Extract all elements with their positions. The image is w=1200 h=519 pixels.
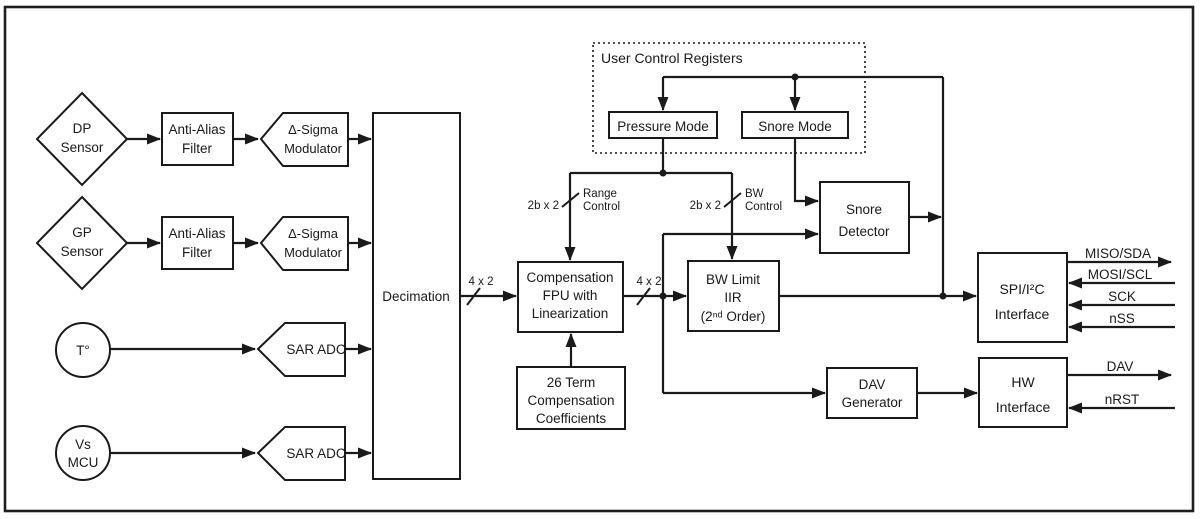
compensation-fpu-box [517,261,624,333]
pin-label-dav: DAV [1107,359,1134,374]
junction-dot [659,292,667,300]
temp-input-circle [55,322,111,378]
bus-label-bw-control: BW [745,188,764,200]
bus-slash [723,192,742,208]
compensation-coefficients-label: 26 Term [547,375,596,390]
snore-mode-box [741,111,849,139]
anti-alias-filter-2-label: Filter [182,245,213,260]
temp-input-label: T° [76,343,90,358]
dp-sensor-label: Sensor [61,140,104,155]
bus-label-range-control: Control [583,201,620,213]
gp-sensor-label: Sensor [61,244,104,259]
pin-label-nss: nSS [1109,311,1135,326]
wire-snoremode-to-detector [793,138,819,207]
spi-i2c-interface-label: Interface [995,306,1050,322]
hw-interface-label: Interface [996,399,1051,415]
spi-i2c-interface-label: SPI/I²C [999,281,1044,297]
compensation-coefficients-label: Coefficients [536,411,607,426]
bus-label-bw-control: Control [745,201,782,213]
bw-limit-iir-label: (2ⁿᵈ Order) [701,309,766,324]
anti-alias-filter-1-box [161,112,234,166]
bus-label-range-control: Range [583,188,617,200]
delta-sigma-modulator-2-shape [259,216,349,271]
user-control-registers-box [592,42,866,154]
pressure-mode-box [608,111,718,139]
snore-mode-label: Snore Mode [758,119,832,134]
delta-sigma-modulator-1-label: Δ-Sigma [288,122,339,137]
compensation-coefficients-box [516,366,626,430]
pin-label-mosi-scl: MOSI/SCL [1088,267,1153,282]
pin-label-nrst: nRST [1105,392,1140,407]
junction-dot [791,73,799,81]
bw-limit-iir-label: IIR [724,290,742,305]
decimation-box [372,112,461,480]
snore-detector-label: Detector [838,224,890,239]
sar-adc-2-label: SAR ADC [286,446,346,461]
bus-slash [636,287,651,306]
pin-label-miso-sda: MISO/SDA [1085,246,1151,261]
dp-sensor-diamond [35,91,129,187]
anti-alias-filter-1-label: Filter [182,141,213,156]
bus-label-range-width: 2b x 2 [528,200,559,212]
bus-label-bw-width: 2b x 2 [690,200,721,212]
dav-generator-label: Generator [842,395,903,410]
compensation-fpu-label: Linearization [532,306,609,321]
junction-dot [659,169,667,177]
gp-sensor-label: GP [72,225,92,240]
vs-mcu-label: MCU [68,455,99,470]
bus-label-decimation-out: 4 x 2 [469,276,494,288]
compensation-coefficients-label: Compensation [527,393,614,408]
dp-sensor-label: DP [73,121,92,136]
pin-label-sck: SCK [1108,289,1136,304]
anti-alias-filter-2-box [161,216,234,270]
delta-sigma-modulator-1-shape [259,112,349,167]
delta-sigma-modulator-2-label: Δ-Sigma [288,226,339,241]
bw-limit-iir-label: BW Limit [706,272,760,287]
sar-adc-1-label: SAR ADC [286,342,346,357]
bus-slash [561,192,580,208]
delta-sigma-modulator-2-label: Modulator [284,245,342,260]
dav-generator-label: DAV [859,377,886,392]
compensation-fpu-label: Compensation [526,270,613,285]
user-control-registers-title: User Control Registers [601,50,743,66]
dav-generator-box [826,367,918,419]
anti-alias-filter-2-label: Anti-Alias [168,226,225,241]
junction-dot [939,292,947,300]
vs-mcu-circle [55,425,111,481]
decimation-label: Decimation [382,289,450,304]
delta-sigma-modulator-1-label: Modulator [284,141,342,156]
snore-detector-label: Snore [846,202,882,217]
vs-mcu-label: Vs [75,437,91,452]
bus-slash [466,287,481,306]
snore-detector-box [819,181,910,254]
sar-adc-1-shape [256,322,346,377]
spi-i2c-interface-box [977,252,1068,343]
bw-limit-iir-box [687,260,780,332]
hw-interface-box [978,357,1068,428]
figure-border [3,5,1195,513]
pressure-mode-label: Pressure Mode [617,119,709,134]
gp-sensor-diamond [35,195,129,291]
bus-label-fpu-out: 4 x 2 [637,276,662,288]
sar-adc-2-shape [256,426,346,481]
anti-alias-filter-1-label: Anti-Alias [168,122,225,137]
hw-interface-label: HW [1011,374,1035,390]
compensation-fpu-label: FPU with [543,288,598,303]
